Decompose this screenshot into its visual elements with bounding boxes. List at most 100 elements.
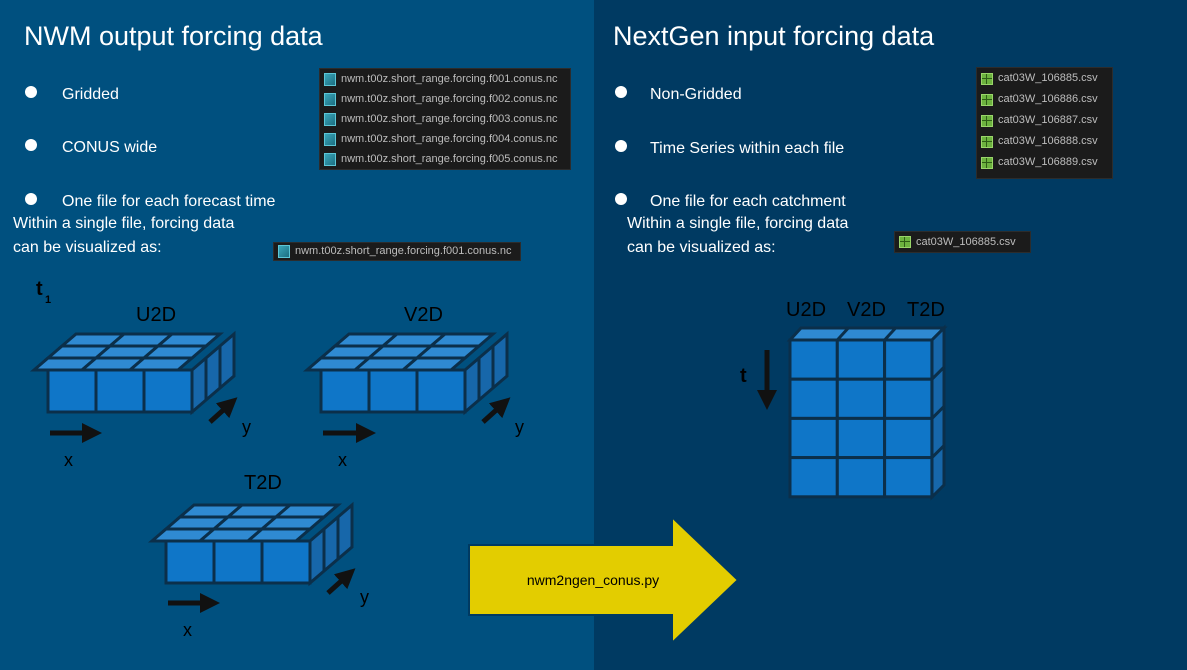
y-axis-label: y xyxy=(360,587,369,607)
bullet-dot xyxy=(615,193,627,205)
csv-file-icon xyxy=(981,136,993,148)
nc-file-list: nwm.t00z.short_range.forcing.f001.conus.… xyxy=(319,68,571,170)
time-step-subscript: 1 xyxy=(45,294,51,306)
right-note-line2: can be visualized as: xyxy=(627,239,776,256)
file-name: cat03W_106885.csv xyxy=(998,72,1098,84)
bullet-dot xyxy=(25,193,37,205)
file-name: nwm.t00z.short_range.forcing.f001.conus.… xyxy=(341,73,558,85)
grid-block xyxy=(29,330,236,416)
netcdf-file-icon xyxy=(278,245,290,258)
left-bullet-one-file: One file for each forecast time xyxy=(62,193,276,210)
y-axis-label: y xyxy=(242,417,251,437)
file-row[interactable]: cat03W_106887.csv xyxy=(977,110,1112,131)
grid-front-cell xyxy=(94,368,146,414)
file-name: cat03W_106889.csv xyxy=(998,156,1098,168)
file-row[interactable]: nwm.t00z.short_range.forcing.f003.conus.… xyxy=(320,109,570,129)
t2d-grid xyxy=(147,501,354,587)
csv-file-icon xyxy=(981,157,993,169)
timeseries-cell xyxy=(883,377,934,420)
file-row[interactable]: nwm.t00z.short_range.forcing.f004.conus.… xyxy=(320,129,570,149)
grid-front-cell xyxy=(367,368,419,414)
x-axis-label: x xyxy=(338,450,347,470)
netcdf-file-icon xyxy=(324,73,336,86)
right-note-line1: Within a single file, forcing data xyxy=(627,215,849,232)
right-title: NextGen input forcing data xyxy=(613,21,935,51)
file-row[interactable]: cat03W_106885.csv xyxy=(895,232,1030,252)
timeseries-cell xyxy=(883,338,934,381)
conversion-arrow xyxy=(468,514,740,646)
v2d-grid xyxy=(302,330,509,416)
block-cells xyxy=(788,326,946,499)
csv-file-icon xyxy=(981,115,993,127)
file-name: cat03W_106886.csv xyxy=(998,93,1098,105)
netcdf-file-icon xyxy=(324,153,336,166)
timeseries-cell xyxy=(835,338,887,381)
csv-file-icon xyxy=(981,73,993,85)
file-name: nwm.t00z.short_range.forcing.f003.conus.… xyxy=(341,113,558,125)
file-name: nwm.t00z.short_range.forcing.f002.conus.… xyxy=(341,93,558,105)
file-name: nwm.t00z.short_range.forcing.f001.conus.… xyxy=(295,245,512,257)
left-note-line1: Within a single file, forcing data xyxy=(13,215,235,232)
file-name: nwm.t00z.short_range.forcing.f004.conus.… xyxy=(341,133,558,145)
file-name: nwm.t00z.short_range.forcing.f005.conus.… xyxy=(341,153,558,165)
block-side-divider xyxy=(930,366,946,381)
bullet-dot xyxy=(615,140,627,152)
netcdf-file-icon xyxy=(324,113,336,126)
grid-front-cell xyxy=(260,539,312,585)
file-row[interactable]: nwm.t00z.short_range.forcing.f001.conus.… xyxy=(274,242,520,260)
file-row[interactable]: nwm.t00z.short_range.forcing.f005.conus.… xyxy=(320,149,570,169)
right-bullet-non-gridded: Non-Gridded xyxy=(650,86,742,103)
time-axis-label: t xyxy=(740,365,747,387)
block-top-divider xyxy=(836,326,850,342)
block-side-divider xyxy=(930,444,946,459)
grid-front-cell xyxy=(415,368,467,414)
column-u2d: U2D xyxy=(786,299,826,321)
u2d-label: U2D xyxy=(136,304,176,326)
t2d-label: T2D xyxy=(244,472,282,494)
grid-front-cell xyxy=(164,539,216,585)
v2d-label: V2D xyxy=(404,304,443,326)
grid-front-cell xyxy=(212,539,264,585)
file-name: cat03W_106885.csv xyxy=(916,236,1016,248)
file-name: cat03W_106887.csv xyxy=(998,114,1098,126)
csv-file-list: cat03W_106885.csv cat03W_106886.csv cat0… xyxy=(976,67,1113,179)
grid-front-cell xyxy=(46,368,98,414)
file-row[interactable]: nwm.t00z.short_range.forcing.f002.conus.… xyxy=(320,89,570,109)
netcdf-file-icon xyxy=(324,93,336,106)
left-note-line2: can be visualized as: xyxy=(13,239,162,256)
x-axis-label: x xyxy=(64,450,73,470)
file-row[interactable]: cat03W_106886.csv xyxy=(977,89,1112,110)
left-bullet-conus: CONUS wide xyxy=(62,139,158,156)
u2d-grid xyxy=(29,330,236,416)
file-row[interactable]: nwm.t00z.short_range.forcing.f001.conus.… xyxy=(320,69,570,89)
timeseries-cell xyxy=(835,377,887,420)
file-row[interactable]: cat03W_106885.csv xyxy=(977,68,1112,89)
timeseries-cell xyxy=(835,456,887,499)
right-bullet-time-series: Time Series within each file xyxy=(650,140,845,157)
y-axis-arrow xyxy=(208,397,238,424)
column-v2d: V2D xyxy=(847,299,886,321)
file-row[interactable]: cat03W_106889.csv xyxy=(977,152,1112,173)
grid-front-cell xyxy=(142,368,194,414)
block-side-divider xyxy=(930,405,946,420)
csv-file-icon xyxy=(899,236,911,248)
timeseries-cell xyxy=(835,416,887,460)
csv-file-icon xyxy=(981,94,993,106)
left-title: NWM output forcing data xyxy=(24,21,323,51)
csv-single-file: cat03W_106885.csv xyxy=(894,231,1031,253)
x-axis-label: x xyxy=(183,620,192,640)
timeseries-cell xyxy=(788,338,839,381)
grid-front-cell xyxy=(319,368,371,414)
block-top-divider xyxy=(883,326,897,342)
nc-single-file: nwm.t00z.short_range.forcing.f001.conus.… xyxy=(273,242,521,261)
y-axis-label: y xyxy=(515,417,524,437)
column-t2d: T2D xyxy=(907,299,945,321)
netcdf-file-icon xyxy=(324,133,336,146)
timeseries-cell xyxy=(788,377,839,420)
timeseries-cell xyxy=(788,456,839,499)
file-row[interactable]: cat03W_106888.csv xyxy=(977,131,1112,152)
nextgen-timeseries-block xyxy=(786,324,948,501)
grid-block xyxy=(302,330,509,416)
